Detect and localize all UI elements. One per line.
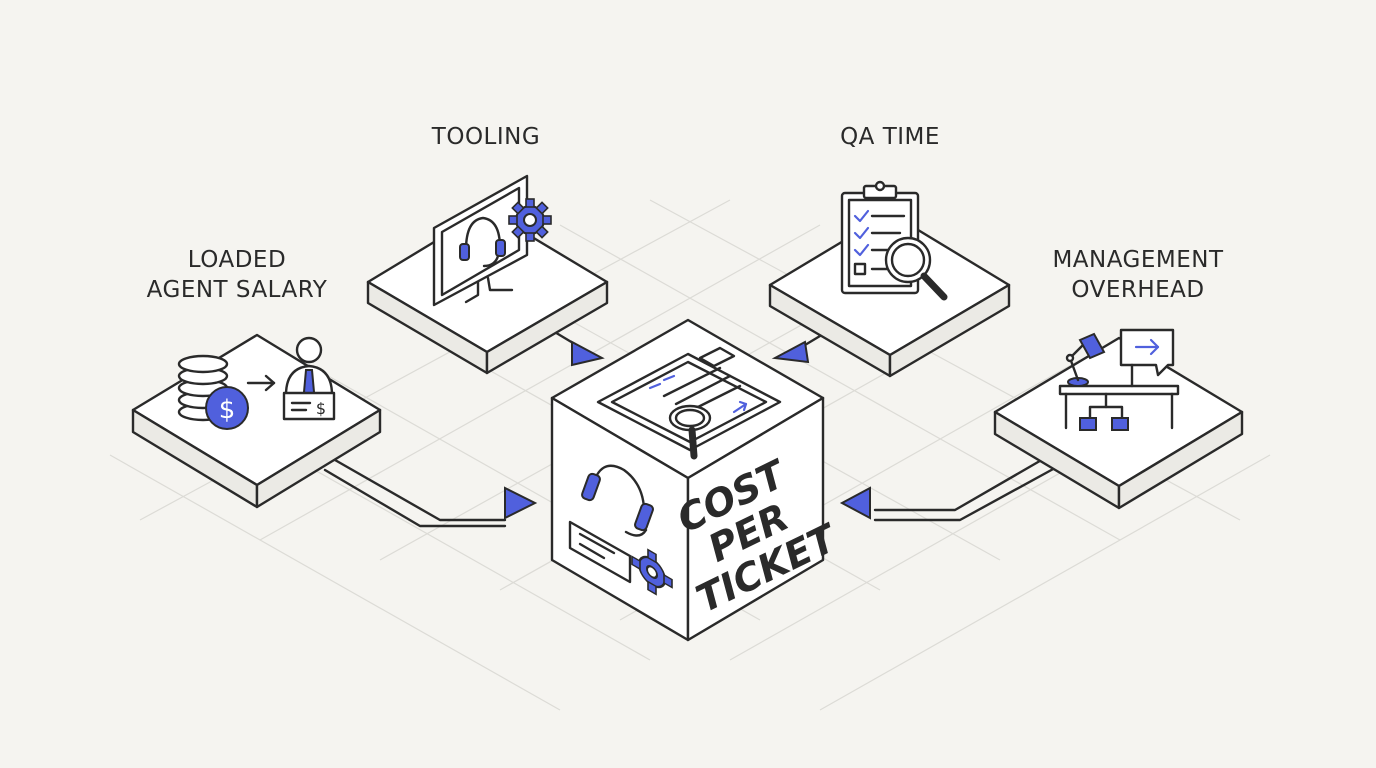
platform-management-overhead — [993, 336, 1244, 510]
label-tooling: TOOLING — [396, 122, 576, 152]
label-tooling-line-1: TOOLING — [431, 124, 541, 150]
gear-icon — [508, 198, 552, 242]
desk-icon — [1058, 384, 1180, 430]
label-qa-time-line-1: QA TIME — [840, 124, 940, 150]
clipboard-icon — [596, 346, 782, 452]
cube-magnifier-icon — [668, 404, 712, 460]
connector-salary — [333, 458, 507, 522]
connector-management-shadow — [873, 466, 1057, 522]
arrow-right-icon — [246, 374, 276, 392]
arrow-management — [839, 486, 871, 520]
cube-title: COST PER TICKET — [670, 451, 845, 621]
label-management-overhead: MANAGEMENT OVERHEAD — [1038, 245, 1238, 305]
paycheck-icon: $ — [282, 391, 336, 421]
arrow-qa — [771, 340, 810, 364]
svg-text:$: $ — [316, 399, 326, 418]
org-chart-icon — [1079, 392, 1129, 431]
ticket-icon — [568, 520, 632, 584]
label-management-overhead-line-2: OVERHEAD — [1071, 277, 1205, 303]
connectors — [323, 326, 1057, 528]
connector-salary-shadow — [323, 468, 507, 528]
cube-headset-icon — [581, 464, 654, 537]
svg-text:$: $ — [219, 395, 236, 425]
label-management-overhead-line-1: MANAGEMENT — [1052, 247, 1224, 273]
label-loaded-agent-salary-line-2: AGENT SALARY — [146, 277, 328, 303]
arrow-salary — [504, 486, 538, 520]
chat-bubble-icon — [1119, 328, 1175, 388]
desk-lamp-icon — [1065, 332, 1106, 387]
agent-icon — [284, 336, 334, 398]
label-qa-time: QA TIME — [800, 122, 980, 152]
label-loaded-agent-salary: LOADED AGENT SALARY — [137, 245, 337, 305]
headset-icon — [459, 216, 506, 268]
monitor-icon — [432, 174, 529, 307]
magnifier-icon — [884, 236, 948, 301]
connector-management — [873, 456, 1047, 512]
arrow-tooling — [571, 340, 605, 367]
cube-gear-icon — [631, 548, 673, 596]
clipboard-checklist-icon — [840, 180, 920, 295]
dollar-icon: $ — [205, 386, 249, 430]
label-loaded-agent-salary-line-1: LOADED — [187, 247, 287, 273]
